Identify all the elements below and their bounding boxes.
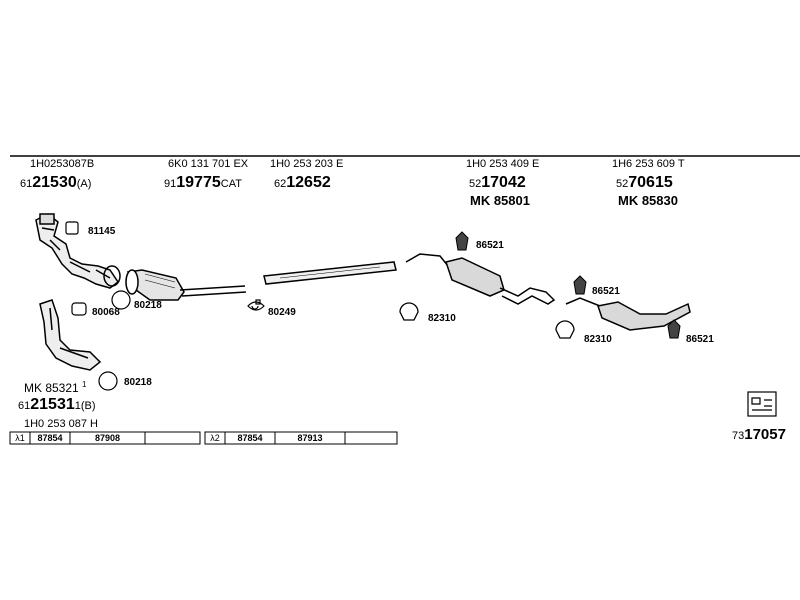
part-number-4: 5217042	[469, 174, 526, 191]
part-number-5: 5270615	[616, 174, 673, 191]
alt-mount-kit: MK 85321 1	[24, 380, 87, 395]
alt-part-number: 61215311(B)	[18, 396, 96, 413]
table1-cell: 87908	[94, 433, 121, 443]
label-82310-b: 82310	[584, 334, 612, 345]
mount-kit-5: MK 85830	[618, 193, 678, 208]
oe-number-3: 1H0 253 203 E	[270, 158, 344, 170]
oe-number-4: 1H0 253 409 E	[466, 158, 540, 170]
label-82310-a: 82310	[428, 313, 456, 324]
table1-cell	[145, 433, 200, 444]
alt-oe-number: 1H0 253 087 H	[24, 418, 98, 430]
part-number-2: 9119775CAT	[164, 174, 242, 191]
part-number-1: 6121530(A)	[20, 174, 92, 191]
table1-label: λ1	[15, 433, 25, 443]
label-86521-c: 86521	[686, 334, 714, 345]
label-86521-a: 86521	[476, 240, 504, 251]
table2-cell	[345, 433, 397, 444]
label-80218-lower: 80218	[124, 377, 152, 388]
kit-number: 7317057	[732, 426, 786, 443]
table2-cell: 87913	[297, 433, 323, 443]
table2-label: λ2	[210, 433, 220, 443]
table1-cell: 87854	[37, 433, 63, 443]
oe-number-1: 1H0253087B	[30, 158, 95, 170]
label-80068: 80068	[92, 307, 120, 318]
mount-kit-4: MK 85801	[470, 193, 530, 208]
label-86521-b: 86521	[592, 286, 620, 297]
oe-number-5: 1H6 253 609 T	[612, 158, 685, 170]
label-80249: 80249	[268, 307, 296, 318]
label-80218-upper: 80218	[134, 300, 162, 311]
oe-number-2: 6K0 131 701 EX	[168, 158, 249, 170]
part-number-3: 6212652	[274, 174, 331, 191]
label-81145: 81145	[88, 226, 116, 237]
table2-cell: 87854	[237, 433, 263, 443]
